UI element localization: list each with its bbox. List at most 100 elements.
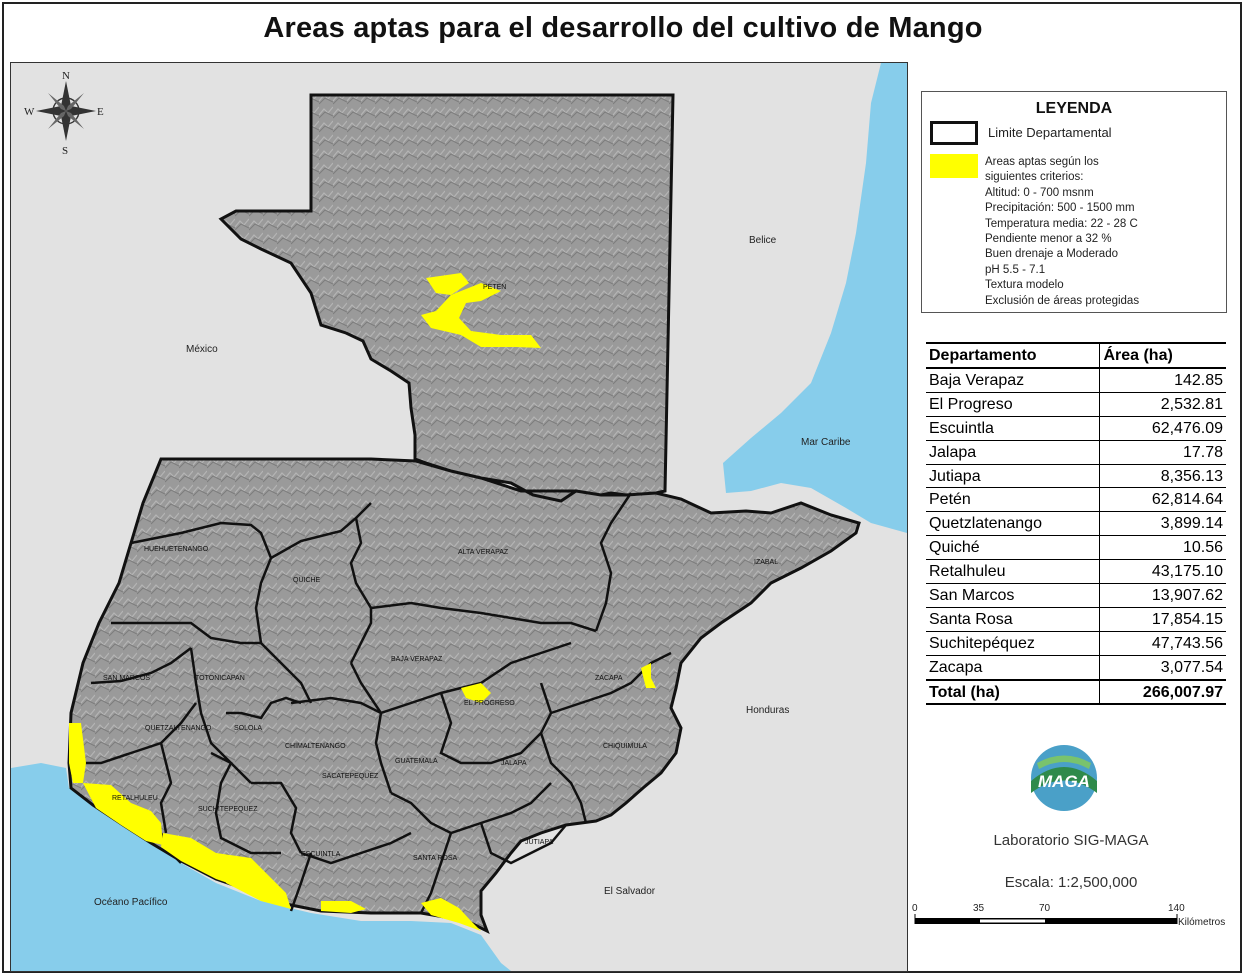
dept-label-quetzaltenango: QUETZALTENANGO [145, 725, 212, 732]
scale-tick-0: 0 [912, 903, 918, 914]
pacific-ocean [11, 763, 511, 971]
label-mexico: México [186, 344, 218, 355]
area-value-cell: 2,532.81 [1099, 392, 1226, 417]
label-oceano-pacifico: Océano Pacífico [94, 897, 168, 908]
dept-label-santa-rosa: SANTA ROSA [413, 855, 458, 862]
scale-tick-70: 70 [1039, 903, 1051, 914]
dept-label-huehuetenango: HUEHUETENANGO [144, 546, 209, 553]
dept-label-peten: PETEN [483, 284, 506, 291]
dept-name-cell: Baja Verapaz [926, 368, 1100, 393]
criteria-list: Areas aptas según los siguientes criteri… [985, 155, 1225, 309]
criteria-line: Pendiente menor a 32 % [985, 233, 1112, 246]
criteria-line: Altitud: 0 - 700 msnm [985, 186, 1094, 199]
legend: LEYENDA Limite Departamental Areas aptas… [921, 91, 1227, 313]
dept-label-chiquimula: CHIQUIMULA [603, 743, 647, 750]
legend-title: LEYENDA [1035, 100, 1113, 117]
dept-name-cell: Retalhuleu [926, 559, 1100, 585]
area-value-cell: 43,175.10 [1099, 559, 1226, 585]
suitable-area-santarosa-coast[interactable] [421, 898, 481, 931]
dept-label-escuintla: ESCUINTLA [301, 851, 341, 858]
dept-label-el-progreso: EL PROGRESO [464, 700, 515, 707]
area-value-cell: 142.85 [1099, 368, 1226, 393]
dept-name-cell: Zacapa [926, 655, 1100, 681]
dept-label-alta-verapaz: ALTA VERAPAZ [458, 549, 509, 556]
department-labels: PETEN ALTA VERAPAZ IZABAL HUEHUETENANGO … [103, 284, 778, 862]
logo-text: MAGA [1038, 772, 1090, 791]
dept-label-retalhuleu: RETALHULEU [112, 795, 158, 802]
dept-name-cell: Escuintla [926, 416, 1100, 441]
label-el-salvador: El Salvador [604, 886, 656, 897]
compass-s: S [62, 145, 68, 157]
dept-label-baja-verapaz: BAJA VERAPAZ [391, 656, 443, 663]
total-label: Total (ha) [926, 678, 1100, 706]
area-value-cell: 13,907.62 [1099, 583, 1226, 608]
dept-name-cell: Suchitepéquez [926, 631, 1100, 656]
dept-name-cell: Quetzlatenango [926, 511, 1100, 537]
boundary-swatch [930, 121, 978, 145]
area-value-cell: 62,814.64 [1099, 487, 1226, 513]
total-value: 266,007.97 [1099, 678, 1226, 706]
dept-name-cell: Santa Rosa [926, 607, 1100, 632]
criteria-line: Areas aptas según los [985, 156, 1099, 168]
suitable-area-sanmarcos-coast[interactable] [69, 723, 86, 783]
dept-label-totonicapan: TOTONICAPAN [195, 675, 245, 682]
suitable-area-escuintla-south[interactable] [321, 901, 366, 913]
dept-name-cell: El Progreso [926, 392, 1100, 417]
suitable-area-peten-1[interactable] [426, 273, 469, 295]
criteria-line: Precipitación: 500 - 1500 mm [985, 202, 1135, 215]
area-value-cell: 17,854.15 [1099, 607, 1226, 632]
dept-label-jalapa: JALAPA [501, 760, 527, 767]
scale-tick-35: 35 [973, 903, 985, 914]
dept-label-zacapa: ZACAPA [595, 675, 623, 682]
lab-credit: Laboratorio SIG-MAGA [993, 832, 1149, 849]
caribbean-sea [723, 63, 907, 533]
col-departamento: Departamento [926, 342, 1100, 369]
dept-label-solola: SOLOLA [234, 725, 262, 732]
suitable-area-escuintla-coast[interactable] [216, 853, 291, 909]
map-canvas: N S E W México Belice Mar Caribe Hondura… [10, 62, 908, 972]
criteria-line: siguientes criterios: [985, 171, 1084, 184]
dept-label-izabal: IZABAL [754, 559, 778, 566]
suitable-area-peten-2[interactable] [421, 283, 541, 348]
dept-label-quiche: QUICHE [293, 577, 321, 584]
label-mar-caribe: Mar Caribe [801, 437, 851, 448]
dept-label-suchitepequez: SUCHITEPEQUEZ [198, 806, 258, 813]
total-row: Total (ha)266,007.97 [926, 678, 1226, 706]
suitable-area-zacapa[interactable] [641, 663, 656, 688]
scale-unit: Kilómetros [1178, 917, 1225, 928]
maga-logo: MAGA [1031, 745, 1097, 811]
area-value-cell: 62,476.09 [1099, 416, 1226, 441]
dept-label-san-marcos: SAN MARCOS [103, 675, 150, 682]
suitable-area-el-progreso[interactable] [461, 683, 491, 703]
suitable-area-retalhuleu-coast[interactable] [83, 783, 163, 845]
scale-bar: 0 35 70 140 Kilómetros [912, 903, 1225, 928]
scale-text: Escala: 1:2,500,000 [1004, 874, 1138, 891]
dept-label-jutiapa: JUTIAPA [525, 839, 554, 846]
area-value-cell: 47,743.56 [1099, 631, 1226, 656]
dept-label-chimaltenango: CHIMALTENANGO [285, 743, 346, 750]
map-title: Areas aptas para el desarrollo del culti… [263, 12, 983, 44]
dept-name-cell: San Marcos [926, 583, 1100, 608]
criteria-line: Temperatura media: 22 - 28 C [985, 217, 1138, 230]
label-honduras: Honduras [746, 705, 789, 716]
dept-name-cell: Jalapa [926, 440, 1100, 465]
suitable-areas[interactable] [69, 273, 656, 931]
boundary-label: Limite Departamental [988, 125, 1112, 140]
area-value-cell: 3,077.54 [1099, 655, 1226, 681]
label-belice: Belice [749, 235, 777, 246]
col-area: Área (ha) [1099, 342, 1226, 369]
dept-label-sacatepequez: SACATEPEQUEZ [322, 773, 379, 780]
